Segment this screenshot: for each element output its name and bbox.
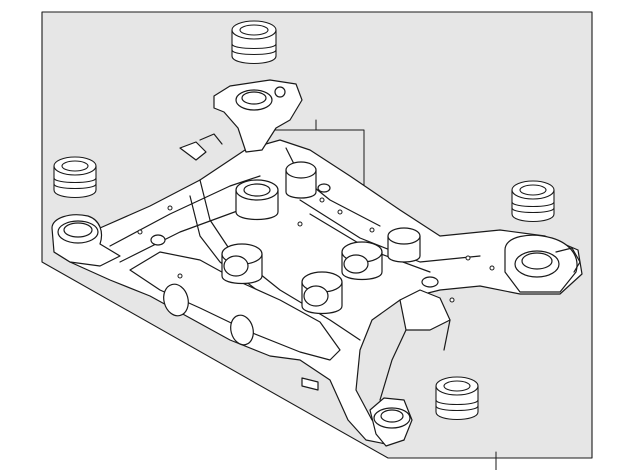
bolt-holes bbox=[137, 197, 495, 303]
mount-bushing bbox=[231, 20, 277, 65]
frame-bushing bbox=[387, 227, 421, 263]
frame-bushing bbox=[301, 271, 343, 315]
frame-bushing bbox=[285, 161, 317, 199]
frame-bushing bbox=[341, 241, 383, 281]
frame-bushing bbox=[235, 179, 279, 221]
frame-bushings bbox=[221, 161, 421, 315]
mount-bushing bbox=[435, 376, 479, 421]
mount-bushing bbox=[511, 180, 555, 223]
mount-bushings bbox=[53, 20, 555, 421]
frame-bushing bbox=[221, 243, 263, 285]
mount-bushing bbox=[53, 156, 97, 199]
